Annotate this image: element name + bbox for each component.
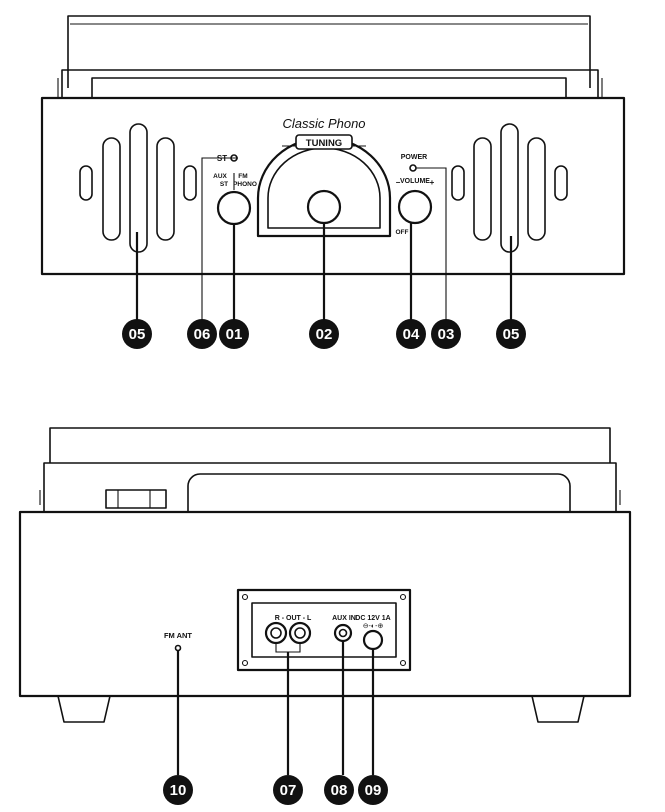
svg-text:04: 04 — [403, 326, 420, 343]
out-label: R - OUT - L — [275, 615, 312, 622]
front-cabinet — [40, 96, 626, 276]
svg-text:06: 06 — [194, 326, 211, 343]
left-speaker-grille — [79, 123, 197, 253]
function-selector-knob[interactable] — [216, 190, 252, 226]
mode-st-label: ST — [220, 181, 228, 188]
power-label: POWER — [401, 154, 427, 161]
right-speaker-grille — [451, 123, 568, 253]
volume-plus-label: + — [430, 178, 435, 187]
off-label: OFF — [396, 229, 409, 236]
rca-out-left-jack[interactable] — [288, 621, 312, 645]
svg-text:05: 05 — [129, 326, 146, 343]
mode-aux-label: AUX — [213, 173, 227, 180]
mode-fm-label: FM — [238, 173, 247, 180]
rca-out-right-jack[interactable] — [264, 621, 288, 645]
callout-09: 09 — [358, 775, 388, 805]
svg-text:08: 08 — [331, 782, 348, 799]
dc-input-label: DC 12V 1A — [355, 615, 390, 622]
aux-in-jack[interactable] — [333, 623, 353, 643]
tuning-label-badge: TUNING — [295, 134, 353, 150]
svg-text:02: 02 — [316, 326, 333, 343]
volume-minus-label: − — [396, 178, 401, 187]
front-lid — [57, 15, 603, 100]
front-view: Classic Phono TUNING ST AUX ST FM PHONO … — [40, 15, 626, 276]
svg-text:07: 07 — [280, 782, 297, 799]
left-foot — [57, 695, 111, 723]
mode-phono-label: PHONO — [233, 181, 257, 188]
right-foot — [531, 695, 585, 723]
callout-04: 04 — [396, 319, 426, 349]
callout-07: 07 — [273, 775, 303, 805]
volume-label: VOLUME — [400, 178, 430, 185]
aux-in-label: AUX IN — [332, 615, 356, 622]
callout-03: 03 — [431, 319, 461, 349]
callout-05-right: 05 — [496, 319, 526, 349]
fm-ant-label: FM ANT — [164, 631, 192, 640]
callout-08: 08 — [324, 775, 354, 805]
back-view: FM ANT R - OUT - L AUX IN DC 12V 1A ⊖-◐-… — [18, 427, 632, 723]
callout-10: 10 — [163, 775, 193, 805]
dc-polarity-symbol: ⊖-◐-⊕ — [363, 623, 384, 630]
front-leader-lines — [135, 157, 513, 320]
callout-01: 01 — [219, 319, 249, 349]
svg-text:03: 03 — [438, 326, 455, 343]
svg-text:01: 01 — [226, 326, 243, 343]
power-volume-knob[interactable] — [397, 189, 433, 225]
rear-connector-panel — [236, 588, 412, 672]
tuning-label: TUNING — [306, 138, 342, 149]
tuning-knob[interactable] — [306, 189, 342, 225]
back-leader-lines — [176, 641, 375, 775]
dc-power-jack[interactable] — [362, 629, 384, 651]
power-led — [409, 164, 417, 172]
svg-text:10: 10 — [170, 782, 187, 799]
svg-text:05: 05 — [503, 326, 520, 343]
callout-02: 02 — [309, 319, 339, 349]
svg-text:09: 09 — [365, 782, 382, 799]
brand-logo-text: Classic Phono — [282, 116, 365, 131]
callout-06: 06 — [187, 319, 217, 349]
callout-05-left: 05 — [122, 319, 152, 349]
fm-antenna-jack — [174, 644, 182, 652]
back-lid — [39, 427, 621, 512]
